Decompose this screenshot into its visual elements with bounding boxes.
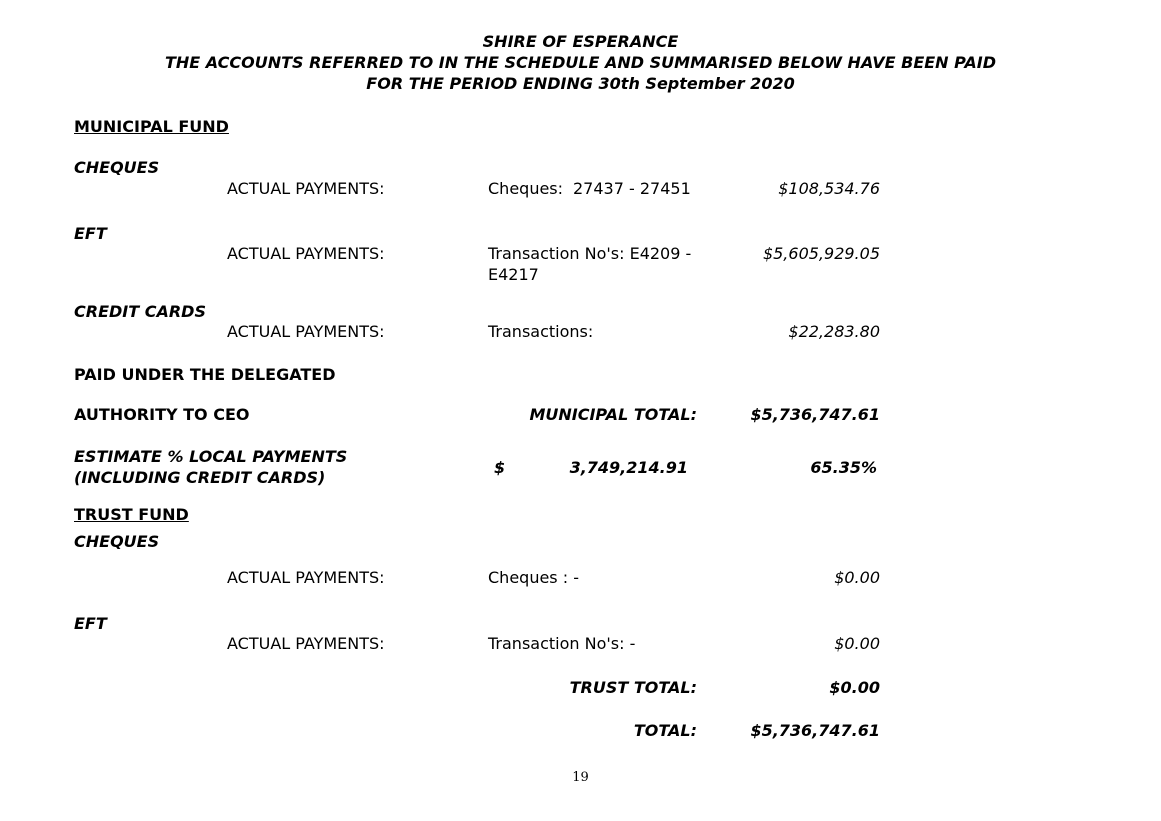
estimate-currency-symbol: $ — [494, 458, 506, 477]
estimate-local-percent: 65.35% — [810, 458, 877, 477]
municipal-total-label: MUNICIPAL TOTAL: — [529, 405, 697, 424]
page-number: 19 — [572, 770, 589, 785]
municipal-cheques-type: ACTUAL PAYMENTS: — [227, 179, 385, 198]
estimate-local-payments-line-2: (INCLUDING CREDIT CARDS) — [74, 468, 326, 487]
estimate-local-amount: 3,749,214.91 — [569, 458, 688, 477]
municipal-total-amount: $5,736,747.61 — [750, 405, 880, 424]
municipal-cheques-label: CHEQUES — [74, 158, 160, 177]
municipal-credit-cards-ref: Transactions: — [488, 322, 594, 341]
title-line-2: THE ACCOUNTS REFERRED TO IN THE SCHEDULE… — [164, 53, 997, 72]
delegated-authority-line-2: AUTHORITY TO CEO — [74, 405, 250, 424]
grand-total-label: TOTAL: — [633, 721, 697, 740]
trust-fund-heading: TRUST FUND — [74, 505, 189, 524]
municipal-cheques-ref-value: 27437 - 27451 — [573, 179, 691, 198]
trust-total-amount: $0.00 — [829, 678, 880, 697]
title-line-1: SHIRE OF ESPERANCE — [482, 32, 679, 51]
municipal-eft-amount: $5,605,929.05 — [762, 244, 880, 263]
trust-eft-ref: Transaction No's: - — [488, 634, 636, 653]
municipal-eft-ref-line-2: E4217 — [488, 265, 539, 284]
trust-cheques-amount: $0.00 — [834, 568, 880, 587]
municipal-eft-ref-line-1: Transaction No's: E4209 - — [488, 244, 692, 263]
trust-cheques-ref: Cheques : - — [488, 568, 579, 587]
municipal-cheques-ref-label: Cheques: — [488, 179, 564, 198]
municipal-credit-cards-label: CREDIT CARDS — [74, 302, 206, 321]
trust-eft-amount: $0.00 — [834, 634, 880, 653]
trust-eft-label: EFT — [74, 614, 107, 633]
grand-total-amount: $5,736,747.61 — [750, 721, 880, 740]
municipal-fund-heading: MUNICIPAL FUND — [74, 117, 229, 136]
municipal-credit-cards-type: ACTUAL PAYMENTS: — [227, 322, 385, 341]
municipal-credit-cards-amount: $22,283.80 — [788, 322, 880, 341]
municipal-cheques-amount: $108,534.76 — [778, 179, 880, 198]
municipal-eft-type: ACTUAL PAYMENTS: — [227, 244, 385, 263]
trust-cheques-label: CHEQUES — [74, 532, 160, 551]
delegated-authority-line-1: PAID UNDER THE DELEGATED — [74, 365, 336, 384]
title-line-3: FOR THE PERIOD ENDING 30th September 202… — [366, 74, 795, 93]
trust-total-label: TRUST TOTAL: — [569, 678, 697, 697]
municipal-eft-label: EFT — [74, 224, 107, 243]
trust-eft-type: ACTUAL PAYMENTS: — [227, 634, 385, 653]
trust-cheques-type: ACTUAL PAYMENTS: — [227, 568, 385, 587]
estimate-local-payments-line-1: ESTIMATE % LOCAL PAYMENTS — [74, 447, 348, 466]
